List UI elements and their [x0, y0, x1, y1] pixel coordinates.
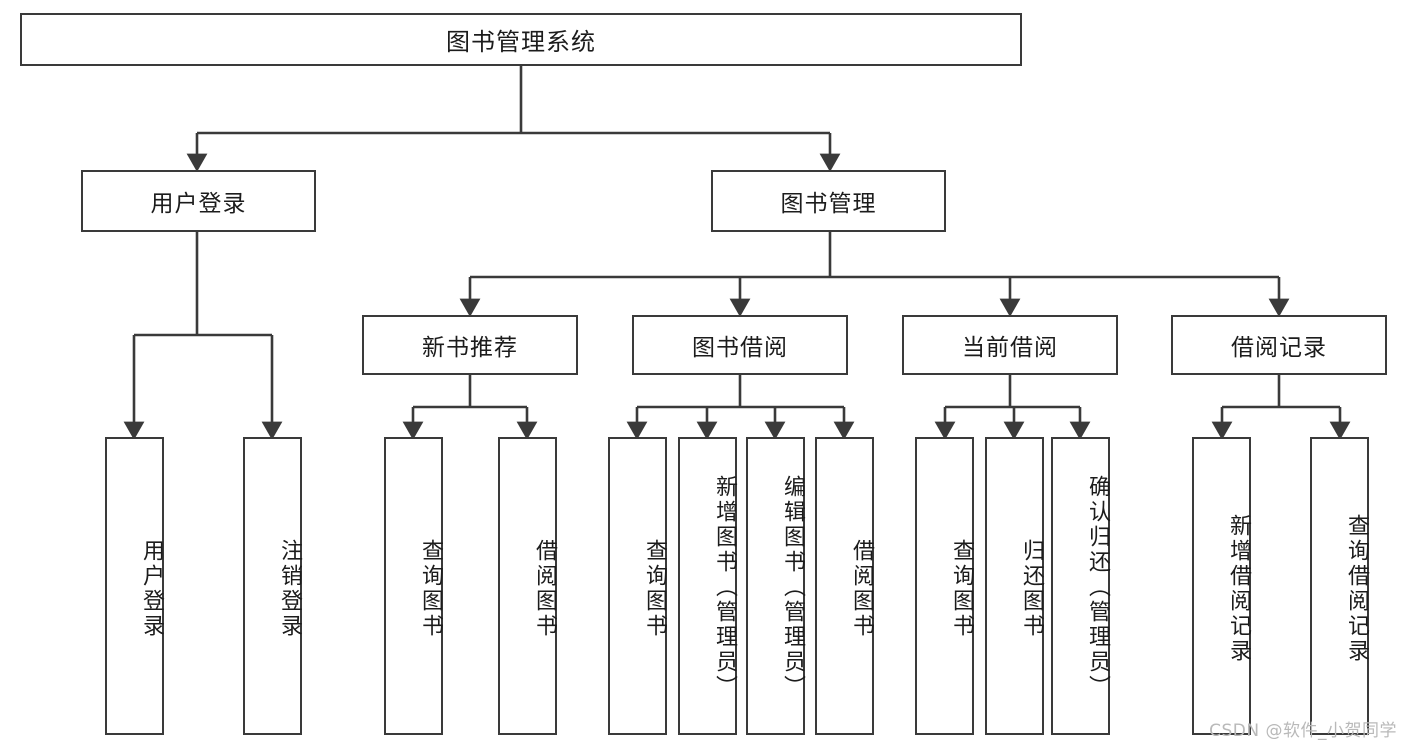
- node-current-borrow[interactable]: 当前借阅: [902, 315, 1118, 375]
- node-label: 图书管理系统: [446, 28, 596, 56]
- node-book-borrow[interactable]: 图书借阅: [632, 315, 848, 375]
- leaf-borrow-borrow-books[interactable]: 借阅图书: [815, 437, 874, 735]
- node-label: 用户登录: [139, 539, 164, 639]
- node-label: 新书推荐: [422, 335, 518, 361]
- node-label: 当前借阅: [962, 335, 1058, 361]
- node-label: 图书借阅: [692, 335, 788, 361]
- node-label: 借阅图书: [532, 539, 557, 639]
- node-root-library-management-system[interactable]: 图书管理系统: [20, 13, 1022, 66]
- node-label: 确认归还（管理员）: [1085, 474, 1110, 700]
- leaf-recommend-query-books[interactable]: 查询图书: [384, 437, 443, 735]
- leaf-borrow-edit-book-admin[interactable]: 编辑图书（管理员）: [746, 437, 805, 735]
- node-label: 借阅图书: [849, 539, 874, 639]
- leaf-recommend-borrow-books[interactable]: 借阅图书: [498, 437, 557, 735]
- node-label: 查询图书: [642, 539, 667, 639]
- node-label: 归还图书: [1019, 539, 1044, 639]
- node-label: 查询图书: [949, 539, 974, 639]
- node-label: 图书管理: [780, 191, 877, 217]
- node-label: 新增图书（管理员）: [712, 474, 737, 700]
- leaf-records-add-record[interactable]: 新增借阅记录: [1192, 437, 1251, 735]
- leaf-current-confirm-return-admin[interactable]: 确认归还（管理员）: [1051, 437, 1110, 735]
- node-label: 查询图书: [418, 539, 443, 639]
- node-label: 用户登录: [150, 191, 247, 217]
- leaf-borrow-add-book-admin[interactable]: 新增图书（管理员）: [678, 437, 737, 735]
- node-label: 查询借阅记录: [1344, 514, 1369, 664]
- node-label: 新增借阅记录: [1226, 514, 1251, 664]
- node-new-book-recommend[interactable]: 新书推荐: [362, 315, 578, 375]
- node-label: 借阅记录: [1231, 335, 1327, 361]
- leaf-current-return-books[interactable]: 归还图书: [985, 437, 1044, 735]
- leaf-user-login-logout[interactable]: 注销登录: [243, 437, 302, 735]
- leaf-records-query-record[interactable]: 查询借阅记录: [1310, 437, 1369, 735]
- node-book-management[interactable]: 图书管理: [711, 170, 946, 232]
- node-borrow-records[interactable]: 借阅记录: [1171, 315, 1387, 375]
- leaf-user-login-signin[interactable]: 用户登录: [105, 437, 164, 735]
- leaf-borrow-query-books[interactable]: 查询图书: [608, 437, 667, 735]
- node-label: 注销登录: [277, 539, 302, 639]
- node-user-login[interactable]: 用户登录: [81, 170, 316, 232]
- leaf-current-query-books[interactable]: 查询图书: [915, 437, 974, 735]
- node-label: 编辑图书（管理员）: [780, 474, 805, 700]
